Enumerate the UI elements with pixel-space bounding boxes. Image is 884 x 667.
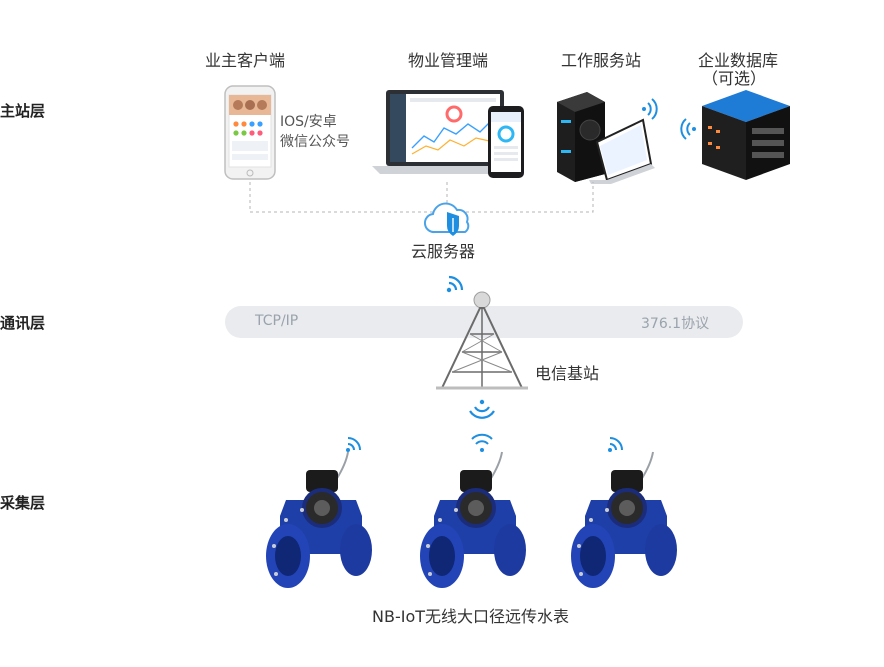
workstation-server-icon xyxy=(557,92,655,184)
layer-label-comm: 通讯层 xyxy=(0,314,46,332)
layer-label-master: 主站层 xyxy=(0,102,46,120)
water-meter-icon xyxy=(420,451,526,588)
smartphone-icon xyxy=(224,85,276,180)
protocol-tcpip: TCP/IP xyxy=(255,313,299,329)
water-meter-icon xyxy=(571,451,677,588)
layer-label-collect: 采集层 xyxy=(0,494,46,512)
workstation-title: 工作服务站 xyxy=(561,51,642,70)
protocol-bar xyxy=(225,306,743,338)
wifi-signal-icon xyxy=(608,437,623,452)
wifi-signal-icon xyxy=(446,275,464,293)
wifi-signal-icon xyxy=(642,98,658,120)
protocol-3761: 376.1协议 xyxy=(641,316,710,332)
water-meter-icon xyxy=(266,451,372,588)
cloud-server-icon xyxy=(424,202,470,236)
wifi-signal-icon xyxy=(680,118,696,140)
meter-caption: NB-IoT无线大口径远传水表 xyxy=(372,607,570,626)
wifi-signal-icon xyxy=(346,437,361,452)
enterprise-db-note: （可选） xyxy=(702,69,767,88)
wifi-signal-icon xyxy=(471,433,493,452)
base-station-label: 电信基站 xyxy=(535,364,600,383)
database-rack-icon xyxy=(702,90,790,180)
property-client-title: 物业管理端 xyxy=(408,51,489,70)
wifi-signal-icon xyxy=(469,399,495,419)
cell-tower-icon xyxy=(436,291,528,390)
app-platforms-text: IOS/安卓 xyxy=(280,114,337,130)
wechat-account-text: 微信公众号 xyxy=(280,134,350,150)
enterprise-db-title: 企业数据库 xyxy=(698,51,779,70)
cloud-server-label: 云服务器 xyxy=(411,242,476,261)
owner-client-title: 业主客户端 xyxy=(205,51,286,70)
laptop-dashboard-icon xyxy=(372,90,524,178)
